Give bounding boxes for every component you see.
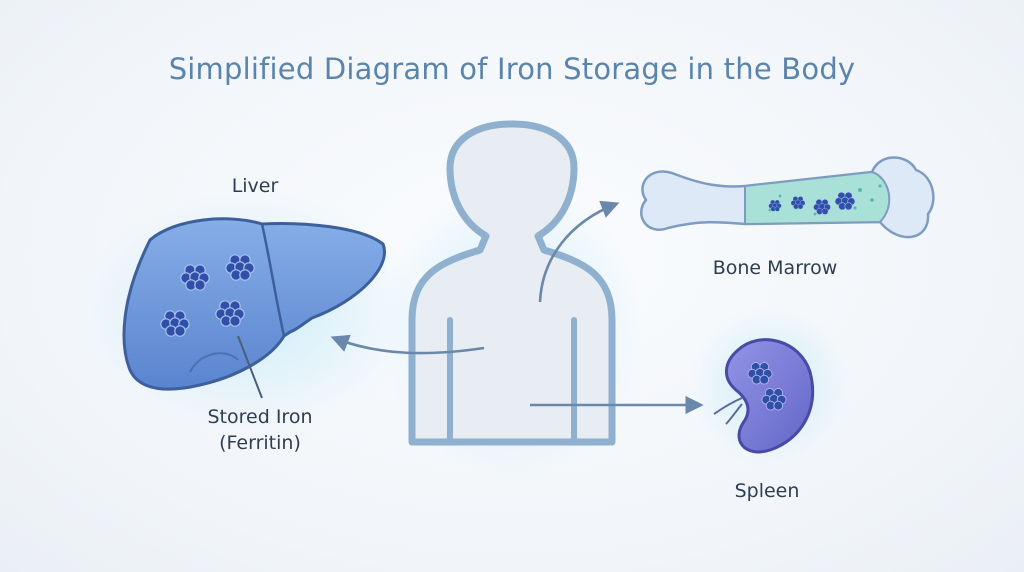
bone-icon (640, 156, 935, 239)
spleen-icon (713, 338, 815, 454)
arrow-to-bone-marrow (538, 200, 620, 303)
spleen-label: Spleen (734, 480, 800, 502)
bone-marrow-label: Bone Marrow (712, 257, 838, 279)
liver-icon (122, 217, 386, 391)
liver-label: Liver (231, 175, 279, 197)
stored-iron-label-line1: Stored Iron (207, 406, 313, 428)
stored-iron-label-line2: (Ferritin) (219, 432, 301, 454)
diagram-title: Simplified Diagram of Iron Storage in th… (168, 52, 856, 86)
human-silhouette-icon (408, 120, 616, 446)
arrow-to-liver (330, 334, 485, 355)
stored-iron-pointer (237, 335, 263, 399)
stored-iron-label: Stored Iron (Ferritin) (180, 404, 340, 456)
